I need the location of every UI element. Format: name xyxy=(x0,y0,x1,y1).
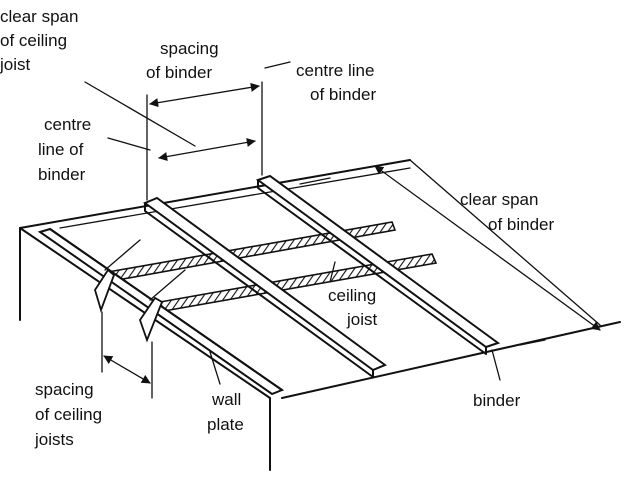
joist-ends xyxy=(94,239,186,343)
wall-plate-beam xyxy=(37,227,285,396)
leader-lines xyxy=(107,61,501,385)
label-centre-line-of-binder-left: centre line of binder xyxy=(38,115,96,184)
clear-span-of-binder-dimension xyxy=(374,165,601,331)
label-clear-span-ceiling-joist: clear span of ceiling joist xyxy=(0,7,83,74)
label-centre-line-of-binder-right: centre line of binder xyxy=(296,61,379,104)
label-wall-plate: wall plate xyxy=(207,390,246,434)
label-ceiling-joist: ceiling joist xyxy=(328,286,381,329)
label-spacing-of-ceiling-joists: spacing of ceiling joists xyxy=(34,380,107,449)
label-binder: binder xyxy=(473,391,521,410)
spacing-of-binder-dimension xyxy=(146,81,263,201)
clear-span-ceiling-joist-dimension xyxy=(84,81,256,162)
label-spacing-of-binder: spacing of binder xyxy=(146,39,223,82)
label-clear-span-of-binder: clear span of binder xyxy=(460,190,554,234)
spacing-of-ceiling-joists-dimension xyxy=(101,311,153,399)
binder-beam-left xyxy=(142,196,388,372)
